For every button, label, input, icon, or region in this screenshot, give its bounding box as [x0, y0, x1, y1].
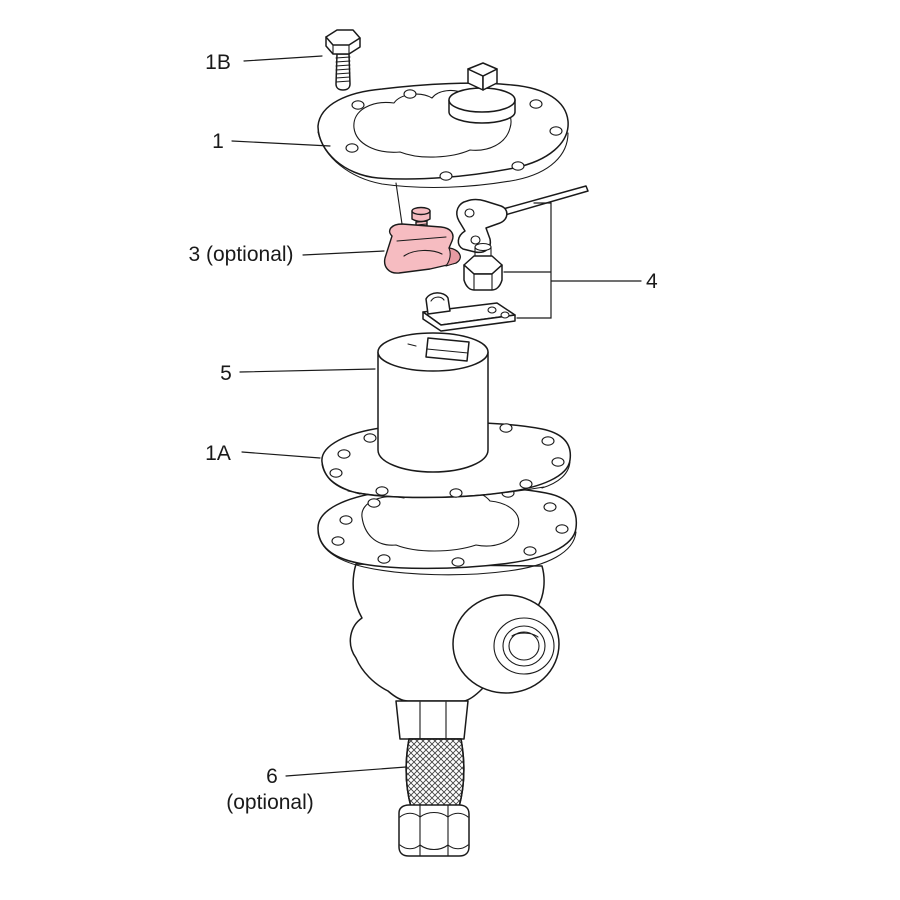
label-1b: 1B	[205, 51, 231, 74]
leader-4	[503, 202, 642, 319]
nut-stud-top	[474, 242, 492, 252]
clamp-part-highlighted	[383, 206, 461, 274]
valve-body	[317, 485, 578, 857]
leader-lines	[231, 55, 642, 777]
label-6: 6	[266, 765, 278, 788]
lever-arm	[422, 292, 516, 332]
bolt-head-edges	[332, 44, 350, 55]
cover-bolt	[325, 29, 361, 91]
cover-thickness	[317, 131, 569, 189]
bracket-holes	[464, 208, 481, 245]
bottom-hex-nut	[398, 804, 470, 857]
leader-5	[239, 368, 376, 373]
cover-boss-top	[448, 87, 516, 113]
hex-nut-edges	[473, 273, 493, 291]
bolt-threads	[335, 56, 351, 83]
leader-1a	[241, 451, 321, 459]
callout-labels: 1B 1 3 (optional) 4 5 1A 6 (optional)	[188, 51, 658, 814]
bottom-nut-flats	[419, 804, 449, 857]
label-1: 1	[212, 130, 224, 153]
side-port-thread-inner	[508, 631, 540, 661]
body-hex-section	[395, 700, 469, 740]
leader-3	[302, 250, 385, 256]
leader-1b	[243, 55, 323, 62]
bucket-top-mark	[407, 343, 417, 347]
label-1a: 1A	[205, 442, 231, 465]
label-4: 4	[646, 270, 658, 293]
bracket-and-nut	[456, 185, 589, 291]
bucket-part	[377, 332, 489, 473]
clamp-jaw-shade	[445, 247, 461, 267]
lever-holes	[487, 306, 510, 319]
clamp-screw-head-top	[411, 206, 431, 216]
cover-bolt-holes	[345, 89, 563, 181]
bucket-shell	[377, 351, 489, 473]
pivot-pin	[502, 185, 589, 216]
bolt-shank	[335, 53, 351, 91]
leader-1	[231, 140, 331, 147]
side-port-shading	[511, 632, 539, 638]
bottom-nut-chamfers	[399, 811, 469, 851]
lever-clip	[425, 292, 451, 315]
leader-6	[285, 766, 407, 777]
strainer-mesh-pattern	[405, 738, 465, 808]
cover-alignment-line	[395, 182, 403, 225]
lever-thickness	[422, 311, 516, 332]
bucket-tab	[425, 337, 470, 362]
clamp-detail-lines	[396, 236, 447, 257]
body-hex-flats	[419, 701, 447, 740]
lever-clip-arc	[430, 296, 445, 302]
cover-outline	[317, 82, 569, 180]
body-flange	[317, 485, 578, 570]
bucket-tab-line	[426, 348, 469, 354]
body-flange-thickness	[317, 531, 577, 576]
gasket-thickness	[321, 459, 571, 498]
label-3: 3 (optional)	[188, 243, 293, 266]
stud-top-face	[467, 62, 498, 77]
cover-plate	[317, 62, 569, 225]
label-6-sub: (optional)	[226, 791, 314, 814]
label-5: 5	[220, 362, 232, 385]
bolt-head-top	[325, 29, 361, 46]
